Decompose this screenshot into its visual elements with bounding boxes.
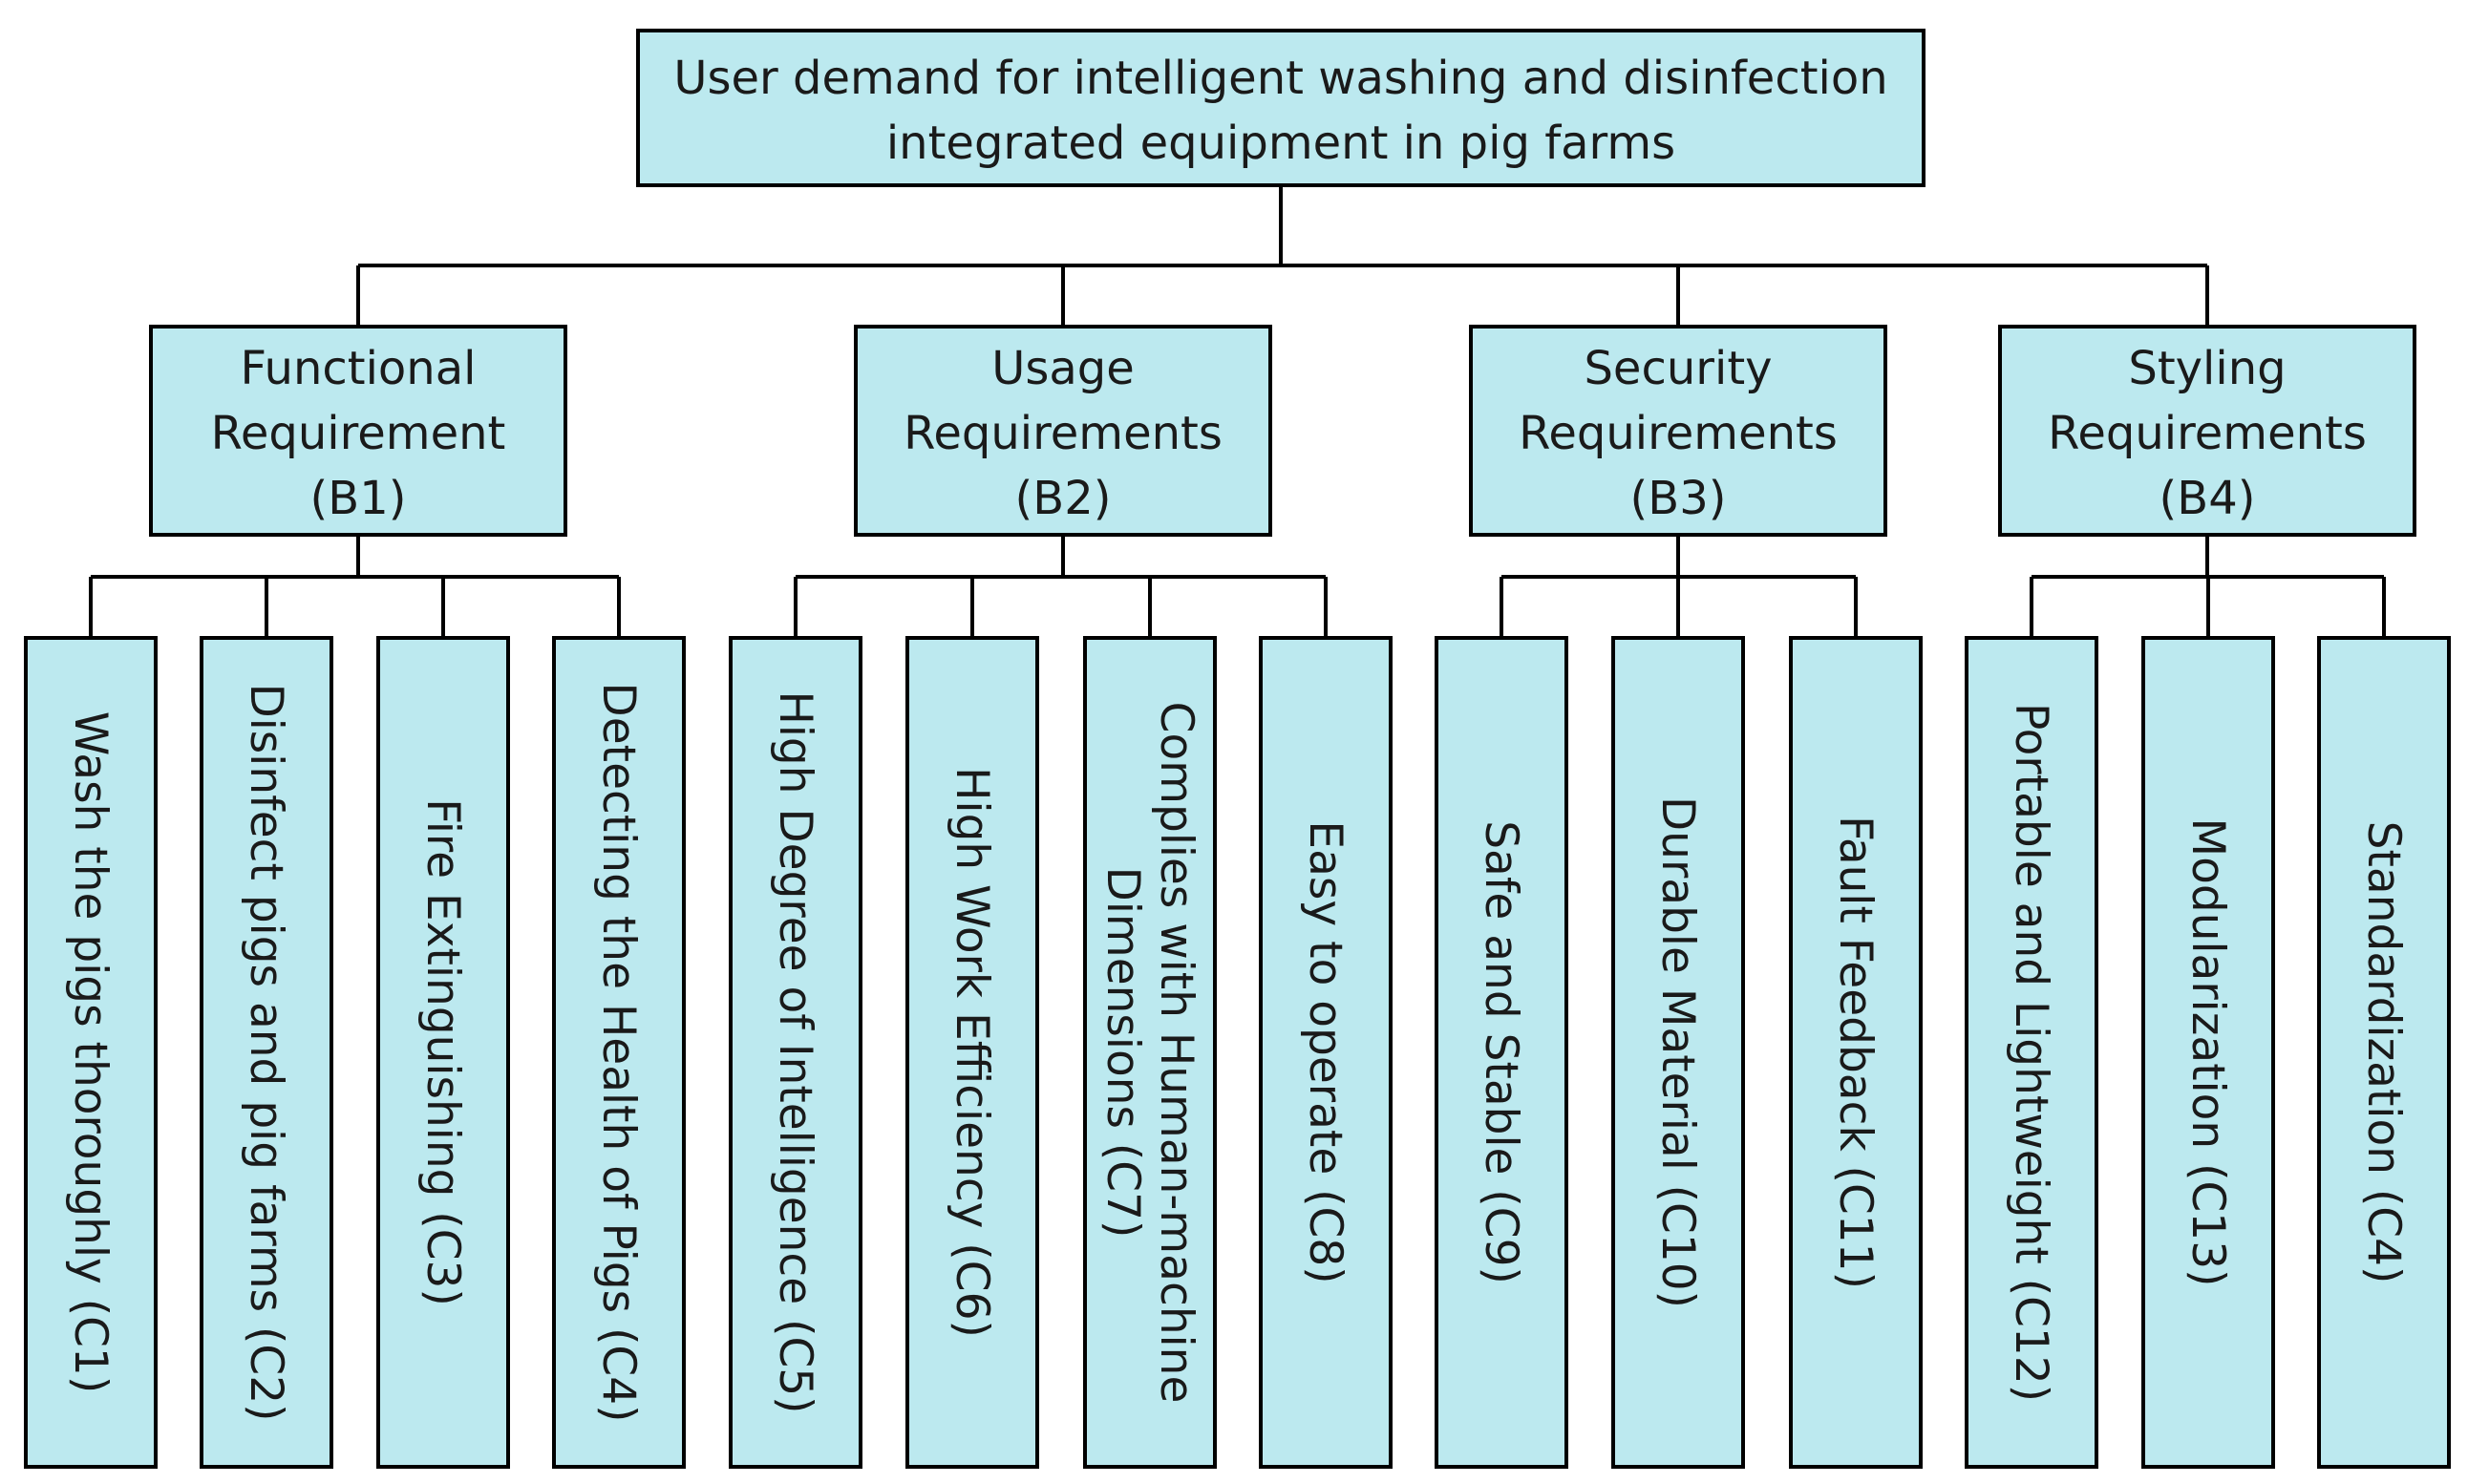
criterion-box [1435,636,1568,1469]
category-label: Requirements [2048,407,2367,460]
criterion-node: Safe and Stable (C9) [1435,636,1568,1469]
category-label: Usage [991,342,1135,395]
criterion-node: Wash the pigs thoroughly (C1) [24,636,158,1469]
criterion-node: Standardization (C4) [2317,636,2451,1469]
criterion-label: Complies with Human-machine [1150,702,1202,1404]
category-label: (B2) [1015,472,1112,525]
root-label: User demand for intelligent washing and … [673,52,1887,105]
criterion-label: Easy to operate (C8) [1299,820,1351,1283]
category-label: Functional [241,342,477,395]
criterion-box [1965,636,2098,1469]
criterion-box [376,636,510,1469]
criterion-node: Durable Material (C10) [1611,636,1745,1469]
category-label: (B4) [2160,472,2256,525]
criterion-label: Detecting the Health of Pigs (C4) [592,683,645,1423]
criterion-label: Safe and Stable (C9) [1475,820,1527,1284]
criterion-label: Disinfect pigs and pig farms (C2) [240,684,292,1422]
criterion-node: Easy to operate (C8) [1259,636,1393,1469]
criterion-box [905,636,1039,1469]
criterion-node: Fault Feedback (C11) [1789,636,1923,1469]
category-box [1469,325,1887,537]
category-box [854,325,1272,537]
criterion-label: Fault Feedback (C11) [1829,816,1882,1289]
criterion-label: Standardization (C4) [2357,821,2410,1284]
criterion-label: High Work Efficiency (C6) [946,767,998,1338]
criterion-box [1789,636,1923,1469]
criterion-label: Portable and Lightweight (C12) [2005,703,2057,1402]
category-label: Requirements [1519,407,1838,460]
criterion-box [552,636,686,1469]
criterion-node: High Degree of Intelligence (C5) [729,636,862,1469]
criterion-label: Fire Extinguishing (C3) [416,798,469,1306]
criterion-box [1259,636,1393,1469]
criterion-node: Modularization (C13) [2141,636,2275,1469]
criterion-label: High Degree of Intelligence (C5) [769,690,821,1413]
criterion-box [1083,636,1217,1469]
category-label: Requirements [904,407,1223,460]
root-node: User demand for intelligent washing and … [636,29,1925,187]
category-label: (B3) [1630,472,1727,525]
connector-lines [89,185,2386,638]
category-label: Requirement [211,407,506,460]
criterion-node: Portable and Lightweight (C12) [1965,636,2098,1469]
root-label: integrated equipment in pig farms [886,117,1675,170]
criterion-label: Wash the pigs thoroughly (C1) [64,711,117,1393]
criterion-box [2317,636,2451,1469]
criterion-label: Dimensions (C7) [1096,867,1149,1239]
criterion-box [1611,636,1745,1469]
category-label: Styling [2128,342,2286,395]
criterion-box [24,636,158,1469]
category-label: Security [1584,342,1772,395]
root-box [636,29,1925,187]
category-label: (B1) [310,472,407,525]
criterion-label: Durable Material (C10) [1651,796,1704,1308]
criterion-box [200,636,333,1469]
category-box [149,325,567,537]
criterion-box [729,636,862,1469]
category-box [1998,325,2416,537]
criterion-box [2141,636,2275,1469]
criterion-node: Disinfect pigs and pig farms (C2) [200,636,333,1469]
diagram-nodes: User demand for intelligent washing and … [24,29,2451,1469]
criterion-label: Modularization (C13) [2181,818,2234,1287]
criterion-node: Fire Extinguishing (C3) [376,636,510,1469]
criterion-node: High Work Efficiency (C6) [905,636,1039,1469]
criterion-node: Detecting the Health of Pigs (C4) [552,636,686,1469]
